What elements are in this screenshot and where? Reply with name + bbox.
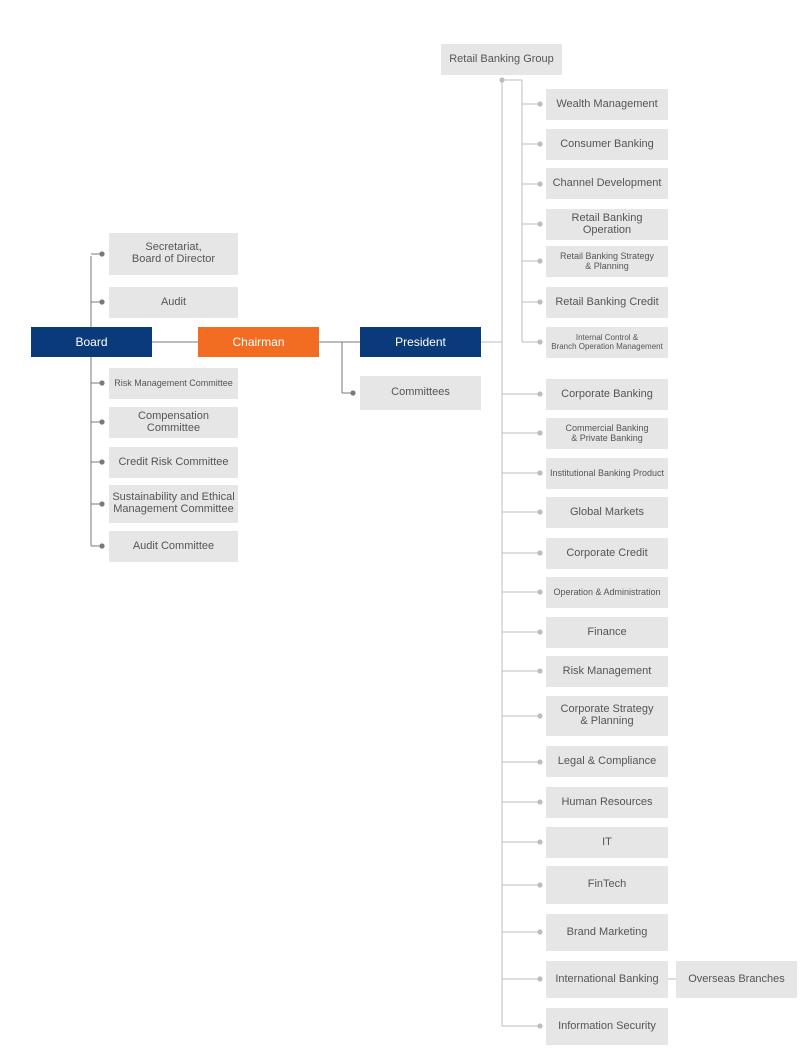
- president-unit-it: IT: [546, 827, 668, 858]
- connector-dot: [537, 759, 543, 765]
- chairman-box: Chairman: [198, 327, 319, 357]
- board-unit-credit-risk-committee: Credit Risk Committee: [109, 447, 238, 478]
- connector-dot: [537, 221, 543, 227]
- president-unit-brand-marketing: Brand Marketing: [546, 914, 668, 951]
- retail-unit-channel-development: Channel Development: [546, 168, 668, 199]
- connector-dot: [99, 299, 105, 305]
- overseas-branches-box: Overseas Branches: [676, 961, 797, 998]
- connector-dot: [537, 882, 543, 888]
- connector-dot: [99, 459, 105, 465]
- board-unit-risk-management-committee: Risk Management Committee: [109, 368, 238, 399]
- connector-dot: [99, 501, 105, 507]
- president-unit-commercial-private-banking: Commercial Banking & Private Banking: [546, 418, 668, 449]
- connector-dot: [537, 589, 543, 595]
- president-box: President: [360, 327, 481, 357]
- retail-banking-group-box: Retail Banking Group: [441, 44, 562, 75]
- connector-dot: [537, 550, 543, 556]
- connector-dot: [537, 258, 543, 264]
- retail-unit-retail-banking-operation: Retail Banking Operation: [546, 209, 668, 240]
- connector-dot: [99, 419, 105, 425]
- connector-dot: [537, 141, 543, 147]
- connector-dot: [350, 390, 356, 396]
- president-unit-corporate-strategy: Corporate Strategy & Planning: [546, 696, 668, 736]
- president-unit-risk-management: Risk Management: [546, 656, 668, 687]
- retail-unit-consumer-banking: Consumer Banking: [546, 129, 668, 160]
- retail-unit-strategy-planning: Retail Banking Strategy & Planning: [546, 246, 668, 277]
- connector-dot: [537, 470, 543, 476]
- president-unit-human-resources: Human Resources: [546, 787, 668, 818]
- connector-dot: [537, 668, 543, 674]
- president-unit-institutional-banking-product: Institutional Banking Product: [546, 458, 668, 489]
- connector-dot: [537, 299, 543, 305]
- retail-unit-wealth-management: Wealth Management: [546, 89, 668, 120]
- connector-dot: [99, 251, 105, 257]
- board-unit-secretariat: Secretariat, Board of Director: [109, 233, 238, 275]
- board-box: Board: [31, 327, 152, 357]
- president-unit-operation-administration: Operation & Administration: [546, 577, 668, 608]
- connector-dot: [99, 380, 105, 386]
- connector-dot: [537, 181, 543, 187]
- president-unit-fintech: FinTech: [546, 866, 668, 904]
- connector-dot: [499, 77, 505, 83]
- connector-dot: [99, 543, 105, 549]
- president-unit-finance: Finance: [546, 617, 668, 648]
- board-unit-audit: Audit: [109, 287, 238, 318]
- board-unit-sustainability-committee: Sustainability and Ethical Management Co…: [109, 485, 238, 523]
- connector-dot: [537, 976, 543, 982]
- connector-dot: [537, 430, 543, 436]
- retail-unit-retail-banking-credit: Retail Banking Credit: [546, 287, 668, 318]
- connector-dot: [537, 799, 543, 805]
- connector-dot: [537, 339, 543, 345]
- connector-dot: [537, 391, 543, 397]
- connector-dot: [537, 839, 543, 845]
- president-unit-corporate-banking: Corporate Banking: [546, 379, 668, 410]
- president-unit-global-markets: Global Markets: [546, 497, 668, 528]
- connector-dot: [537, 929, 543, 935]
- board-unit-compensation-committee: Compensation Committee: [109, 407, 238, 438]
- connector-dot: [537, 509, 543, 515]
- president-unit-international-banking: International Banking: [546, 961, 668, 998]
- connector-dot: [537, 1023, 543, 1029]
- president-unit-information-security: Information Security: [546, 1008, 668, 1045]
- connector-dot: [537, 713, 543, 719]
- president-unit-corporate-credit: Corporate Credit: [546, 538, 668, 569]
- board-unit-audit-committee: Audit Committee: [109, 531, 238, 562]
- connector-dot: [537, 629, 543, 635]
- committees-box: Committees: [360, 376, 481, 410]
- president-unit-legal-compliance: Legal & Compliance: [546, 746, 668, 777]
- retail-unit-internal-control: Internal Control & Branch Operation Mana…: [546, 327, 668, 358]
- connector-dot: [537, 101, 543, 107]
